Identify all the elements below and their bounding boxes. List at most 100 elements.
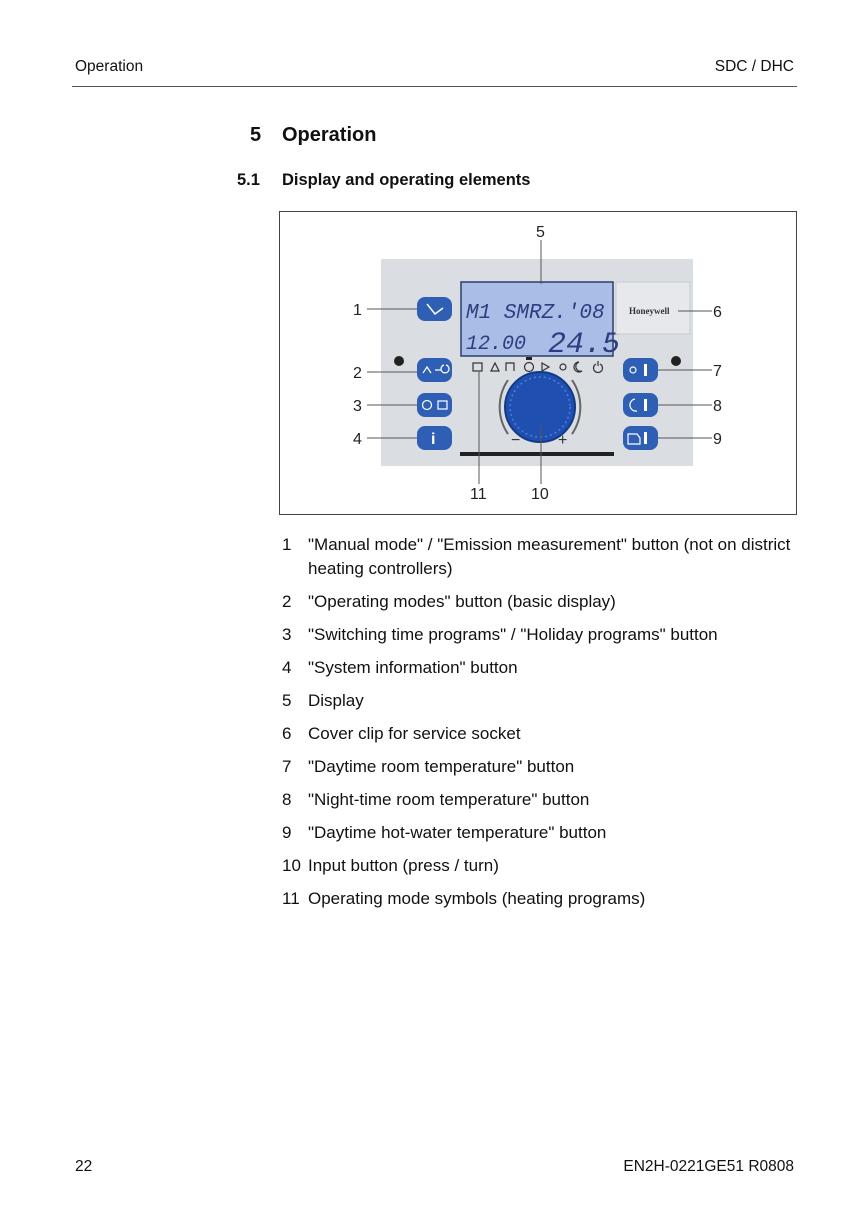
legend-text: Cover clip for service socket <box>308 724 521 743</box>
legend-number: 9 <box>282 823 292 842</box>
page-number: 22 <box>75 1158 93 1175</box>
callout-2: 2 <box>353 365 362 382</box>
section-number: 5 <box>250 124 262 146</box>
legend-item: 11 Operating mode symbols (heating progr… <box>282 887 802 911</box>
callout-11: 11 <box>470 486 487 503</box>
legend-item: 3 "Switching time programs" / "Holiday p… <box>282 623 802 647</box>
hot-water-symbol-icon <box>541 361 551 373</box>
thermometer-icon <box>644 364 647 376</box>
moon-symbol-icon <box>573 361 583 373</box>
legend-number: 2 <box>282 592 292 611</box>
operating-modes-button[interactable] <box>417 358 452 382</box>
legend-text: "System information" button <box>308 658 518 677</box>
legend-text: "Daytime hot-water temperature" button <box>308 823 607 842</box>
callout-10: 10 <box>531 486 549 503</box>
legend-text: "Manual mode" / "Emission measurement" b… <box>308 535 791 578</box>
clock-icon <box>421 399 433 411</box>
running-header-right: SDC / DHC <box>714 58 794 75</box>
legend-text: "Operating modes" button (basic display) <box>308 592 616 611</box>
legend-number: 5 <box>282 691 292 710</box>
manual-mode-button[interactable] <box>417 297 452 321</box>
callout-4: 4 <box>353 431 362 448</box>
legend-number: 3 <box>282 625 292 644</box>
controller-figure: M1 SMRZ.'08 12.00 24.5 − + <box>279 211 797 515</box>
legend-item: 10 Input button (press / turn) <box>282 854 802 878</box>
controller-diagram: M1 SMRZ.'08 12.00 24.5 − + <box>353 224 722 503</box>
legend-item: 9 "Daytime hot-water temperature" button <box>282 821 802 845</box>
standby-symbol-icon <box>592 361 604 374</box>
running-header-left: Operation <box>75 58 144 75</box>
knob-grip <box>509 376 571 438</box>
info-icon: i <box>431 431 435 448</box>
figure-legend: 1 "Manual mode" / "Emission measurement"… <box>282 533 802 920</box>
thermometer-icon <box>644 399 647 411</box>
legend-item: 6 Cover clip for service socket <box>282 722 802 746</box>
manual-symbol-icon <box>490 361 500 372</box>
night-temperature-button[interactable] <box>623 393 658 417</box>
right-indicator-led <box>671 356 681 366</box>
holiday-case-icon <box>437 400 448 410</box>
knob-arc-left <box>498 379 509 435</box>
legend-number: 8 <box>282 790 292 809</box>
legend-text: "Daytime room temperature" button <box>308 757 575 776</box>
legend-number: 11 <box>282 889 300 908</box>
legend-number: 7 <box>282 757 292 776</box>
callout-1: 1 <box>353 302 362 319</box>
system-information-button[interactable] <box>417 426 452 450</box>
left-indicator-led <box>394 356 404 366</box>
callout-7: 7 <box>713 363 722 380</box>
lcd-time: 12.00 <box>466 333 526 356</box>
subsection-number: 5.1 <box>237 171 260 189</box>
callout-numbers: 1 2 3 4 5 6 7 8 9 10 11 <box>353 224 722 503</box>
hand-icon <box>426 303 444 316</box>
time-programs-button[interactable] <box>417 393 452 417</box>
legend-item: 2 "Operating modes" button (basic displa… <box>282 590 802 614</box>
callout-9: 9 <box>713 431 722 448</box>
tap-icon <box>627 433 641 445</box>
callout-3: 3 <box>353 398 362 415</box>
legend-text: "Switching time programs" / "Holiday pro… <box>308 625 718 644</box>
lcd-display <box>460 281 614 357</box>
legend-text: Operating mode symbols (heating programs… <box>308 889 646 908</box>
lcd-temperature: 24.5 <box>548 328 620 362</box>
sun-icon <box>629 366 637 374</box>
knob-minus-icon: − <box>511 432 520 449</box>
section-title: Operation <box>282 124 377 146</box>
legend-text: Display <box>308 691 364 710</box>
legend-item: 1 "Manual mode" / "Emission measurement"… <box>282 533 802 581</box>
sun-symbol-icon <box>559 363 567 371</box>
knob-plus-icon: + <box>558 432 567 449</box>
legend-item: 8 "Night-time room temperature" button <box>282 788 802 812</box>
leader-lines <box>367 240 712 484</box>
panel-bottom-bar <box>460 452 614 456</box>
operating-modes-icon <box>422 364 450 374</box>
subsection-title: Display and operating elements <box>282 171 531 189</box>
service-socket-cover <box>615 281 691 335</box>
holiday-symbol-icon <box>472 362 483 372</box>
rotary-knob[interactable] <box>504 371 576 443</box>
clock-symbol-icon <box>523 361 535 373</box>
legend-number: 6 <box>282 724 292 743</box>
document-code: EN2H-0221GE51 R0808 <box>623 1158 794 1175</box>
thermometer-icon <box>644 432 647 444</box>
lcd-line1: M1 SMRZ.'08 <box>466 302 605 325</box>
lcd-marker <box>526 357 532 360</box>
legend-item: 5 Display <box>282 689 802 713</box>
brand-logo: Honeywell <box>629 306 670 316</box>
legend-number: 1 <box>282 535 292 554</box>
header-rule <box>72 86 797 87</box>
legend-number: 10 <box>282 856 301 875</box>
day-temperature-button[interactable] <box>623 358 658 382</box>
moon-icon <box>629 398 638 412</box>
legend-item: 4 "System information" button <box>282 656 802 680</box>
legend-item: 7 "Daytime room temperature" button <box>282 755 802 779</box>
knob-arc-right <box>571 379 582 435</box>
party-symbol-icon <box>505 362 515 371</box>
legend-number: 4 <box>282 658 292 677</box>
callout-8: 8 <box>713 398 722 415</box>
callout-6: 6 <box>713 304 722 321</box>
legend-text: "Night-time room temperature" button <box>308 790 590 809</box>
legend-text: Input button (press / turn) <box>308 856 499 875</box>
callout-5: 5 <box>536 224 545 241</box>
mode-symbols <box>472 361 604 374</box>
